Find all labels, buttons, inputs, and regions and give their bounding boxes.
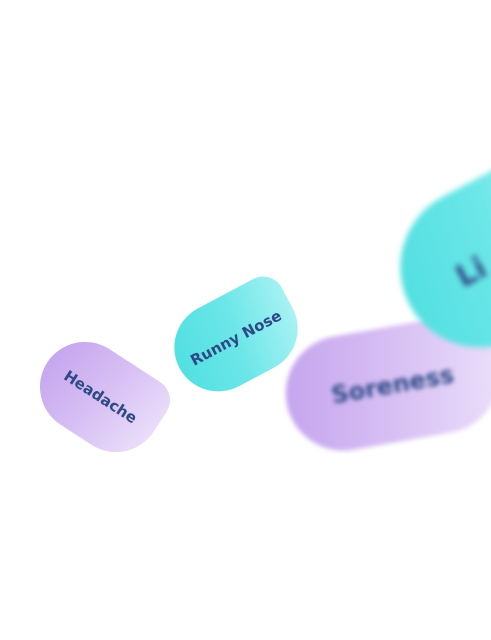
symptom-chip-headache[interactable]: Headache <box>22 324 179 470</box>
symptom-chip-label: Soreness <box>329 359 456 410</box>
symptom-chip-label: Runny Nose <box>187 306 285 370</box>
symptom-chip-label: Li <box>450 249 491 295</box>
symptom-chip-label: Headache <box>60 366 141 428</box>
